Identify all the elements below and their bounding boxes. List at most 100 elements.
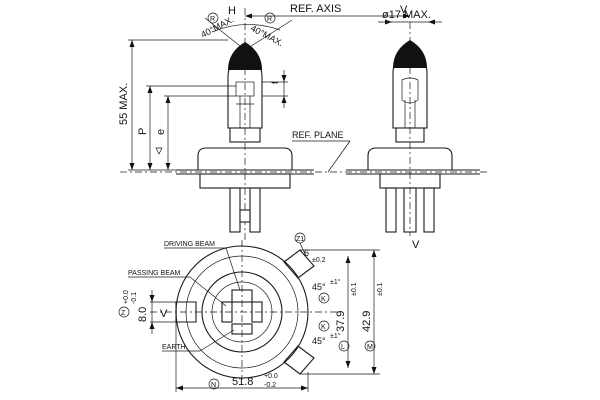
pin-tab xyxy=(239,209,251,223)
arrowhead xyxy=(345,361,351,368)
base-view: DRIVING BEAM PASSING BEAM EARTH N 51.8 +… xyxy=(118,232,384,392)
n-mark: N xyxy=(211,382,216,389)
arrowhead xyxy=(385,19,392,25)
z-circle xyxy=(118,306,130,318)
arrowhead xyxy=(371,367,377,374)
arrowhead xyxy=(245,13,252,19)
arrowhead xyxy=(176,385,183,391)
base-neck xyxy=(229,127,261,143)
leader-line xyxy=(199,329,235,352)
base-circle xyxy=(201,271,283,353)
arrowhead xyxy=(281,96,287,103)
angle-bottom-tol: ±1° xyxy=(330,332,341,340)
ref-plane-leader xyxy=(327,140,351,173)
arrowhead xyxy=(345,256,351,263)
v-mark-top: V xyxy=(400,4,408,16)
z1-mark: Z1 xyxy=(296,236,304,243)
passing-beam-label: PASSING BEAM xyxy=(128,270,181,277)
z-mark: Z xyxy=(121,310,126,317)
arrowhead xyxy=(149,295,155,302)
angle-line-left xyxy=(204,17,246,51)
l-circle xyxy=(338,340,350,352)
ref-axis-label: REF. AXIS xyxy=(290,3,341,15)
l-tol: ±0.1 xyxy=(351,282,358,296)
z-tol-lower: -0.1 xyxy=(131,292,138,304)
black-cap-side xyxy=(393,40,427,68)
pin-bottom xyxy=(231,323,253,335)
driving-beam-label: DRIVING BEAM xyxy=(164,241,215,248)
angle-bottom: 45° xyxy=(312,336,326,346)
diameter-label: ø17 MAX. xyxy=(382,9,431,21)
r-circle-right xyxy=(264,12,276,24)
arrowhead xyxy=(371,250,377,257)
angle-top-tol: ±1° xyxy=(330,278,341,286)
l-mark: L xyxy=(341,344,345,351)
k-mark-top: K xyxy=(321,296,326,303)
angle-label-left: 40°MAX. xyxy=(199,14,235,40)
leader-line xyxy=(225,247,241,291)
m-circle xyxy=(364,340,376,352)
r-mark-left: R xyxy=(210,16,215,23)
arrowhead xyxy=(129,40,135,47)
m-dim-value: 42.9 xyxy=(361,311,373,332)
flange-inner-circle xyxy=(185,255,299,369)
arrowhead xyxy=(165,163,171,170)
k-circle-bottom xyxy=(318,320,330,332)
base-neck-side xyxy=(395,127,425,143)
base-collar xyxy=(199,173,291,189)
pin-top xyxy=(231,289,253,303)
e-mark: e xyxy=(155,129,167,135)
earth-label: EARTH xyxy=(162,344,186,351)
pin-side-left xyxy=(385,187,397,233)
pin-left xyxy=(229,187,241,233)
arrowhead xyxy=(147,163,153,170)
angle-top: 45° xyxy=(312,282,326,292)
angle-line-right xyxy=(244,19,293,51)
tab-tol: ±0.2 xyxy=(312,257,326,264)
arrowhead xyxy=(149,322,155,329)
pin-right xyxy=(249,187,261,233)
n-circle xyxy=(208,378,220,390)
width-tol-upper: +0.0 xyxy=(264,373,278,380)
flange xyxy=(197,147,293,170)
flange-side xyxy=(367,147,453,170)
filament-shield xyxy=(235,81,255,97)
pin-right xyxy=(251,301,263,323)
h-mark: H xyxy=(228,5,236,17)
height-max-label: 55 MAX. xyxy=(118,83,130,125)
leader-line xyxy=(299,242,307,257)
angle-arc xyxy=(211,24,281,33)
arrowhead xyxy=(428,19,435,25)
left-height-value: 8.0 xyxy=(137,307,149,322)
f-mark: f xyxy=(270,81,280,84)
triangle-symbol xyxy=(155,147,163,155)
pin-side-mid xyxy=(403,187,417,233)
arrowhead xyxy=(301,385,308,391)
ref-plane-label: REF. PLANE xyxy=(292,130,344,140)
arrowhead xyxy=(147,86,153,93)
side-view: ø17 MAX. V xyxy=(346,9,480,251)
k-circle-top xyxy=(318,292,330,304)
black-cap xyxy=(228,42,262,70)
v-mark-left: V xyxy=(160,308,168,320)
top-right-tab xyxy=(283,249,315,279)
l-dim-value: 37.9 xyxy=(335,311,347,332)
r-mark-right: R xyxy=(267,16,272,23)
p-mark: P xyxy=(137,128,149,135)
bottom-right-tab xyxy=(283,345,315,375)
r-circle-left xyxy=(207,12,219,24)
tab-value: 6 xyxy=(304,248,309,258)
width-value: 51.8 xyxy=(232,376,253,388)
arrowhead xyxy=(281,75,287,82)
z-tol-upper: +0.0 xyxy=(123,290,130,304)
arrowhead xyxy=(165,96,171,103)
v-mark-bottom: V xyxy=(412,239,420,251)
m-mark: M xyxy=(367,344,373,351)
arrowhead xyxy=(129,163,135,170)
leader-line xyxy=(189,276,227,307)
left-tab xyxy=(175,301,197,323)
width-tol-lower: -0.2 xyxy=(264,382,276,389)
pin-side-right xyxy=(423,187,435,233)
